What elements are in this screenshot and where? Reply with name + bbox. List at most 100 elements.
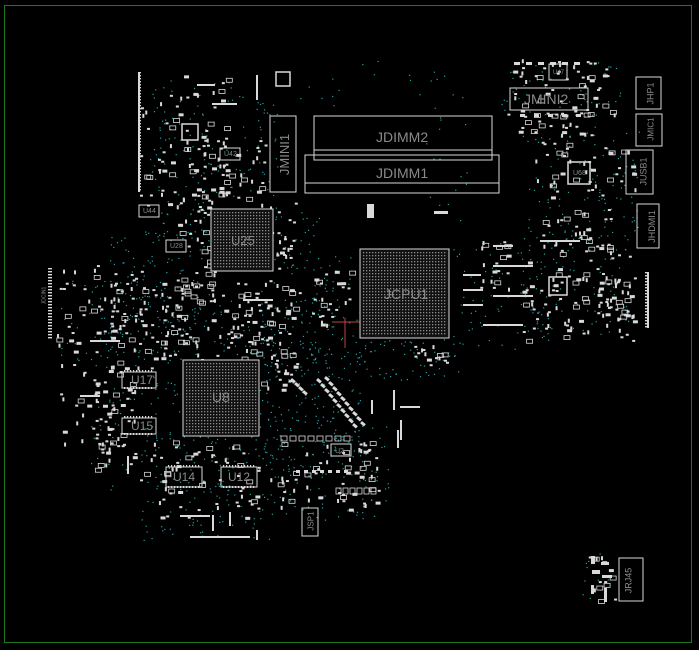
bga-ball: [222, 375, 224, 377]
smd-pad: [335, 308, 339, 311]
smd-part: [316, 279, 323, 285]
via: [532, 306, 534, 308]
via: [458, 371, 460, 373]
via: [331, 391, 333, 393]
via: [301, 369, 303, 371]
via: [157, 351, 159, 353]
bga-ball: [186, 399, 188, 401]
bga-ball: [247, 221, 249, 223]
bga-ball: [201, 372, 203, 374]
bga-ball: [192, 423, 194, 425]
via: [110, 348, 112, 350]
bga-ball: [243, 363, 245, 365]
bga-ball: [216, 393, 218, 395]
bga-ball: [189, 396, 191, 398]
bga-ball: [213, 408, 215, 410]
bga-ball: [363, 276, 365, 278]
bga-ball: [268, 233, 270, 235]
via: [357, 403, 359, 405]
bga-ball: [405, 273, 407, 275]
smd-pad: [255, 292, 259, 295]
bga-ball: [423, 276, 425, 278]
smd-part: [288, 498, 296, 504]
smd-pad: [113, 284, 117, 287]
bga-ball: [268, 257, 270, 259]
smd-pad: [152, 289, 156, 292]
smd-pad: [127, 420, 131, 423]
via: [163, 123, 166, 125]
smd-pad: [154, 294, 158, 297]
via: [300, 97, 302, 100]
bga-ball: [237, 429, 239, 431]
bga-ball: [268, 215, 270, 217]
bga-ball: [220, 218, 222, 220]
bga-ball: [393, 261, 395, 263]
via: [270, 328, 272, 330]
bga-ball: [219, 411, 221, 413]
bga-ball: [226, 263, 228, 265]
via: [110, 336, 112, 338]
bga-ball: [249, 390, 251, 392]
smd-pad: [237, 282, 241, 285]
smd-pad: [598, 287, 604, 291]
bga-ball: [408, 252, 410, 254]
bga-ball: [405, 267, 407, 269]
bga-ball: [246, 387, 248, 389]
bga-ball: [217, 242, 219, 244]
via: [136, 312, 138, 315]
smd-pad: [284, 372, 288, 375]
bga-ball: [237, 363, 239, 365]
bga-ball: [265, 227, 267, 229]
via: [282, 458, 284, 460]
bga-ball: [231, 411, 233, 413]
bga-ball: [408, 270, 410, 272]
via: [262, 458, 264, 460]
via: [301, 375, 303, 377]
bga-ball: [423, 267, 425, 269]
smd-pad: [550, 196, 556, 200]
via: [167, 201, 169, 203]
smd-pad: [535, 159, 538, 164]
via: [528, 249, 531, 251]
smd-pad: [553, 284, 559, 288]
bga-ball: [423, 264, 425, 266]
bga-ball: [216, 378, 218, 380]
via: [481, 325, 483, 327]
bga-ball: [186, 432, 188, 434]
via: [517, 332, 519, 334]
bga-ball: [217, 236, 219, 238]
via: [337, 439, 339, 441]
bga-ball: [417, 267, 419, 269]
bga-ball: [207, 417, 209, 419]
via: [269, 379, 271, 381]
smd-part: [320, 302, 328, 308]
via: [433, 373, 436, 375]
bga-ball: [234, 372, 236, 374]
via: [243, 126, 245, 128]
smd-part: [349, 487, 356, 495]
bga-ball: [246, 426, 248, 428]
bga-ball: [225, 363, 227, 365]
smd-pad: [177, 306, 181, 309]
bga-ball: [381, 297, 383, 299]
via: [109, 399, 111, 401]
smd-part: [624, 298, 632, 304]
bga-ball: [256, 224, 258, 226]
via: [439, 128, 441, 130]
bga-ball: [229, 245, 231, 247]
smd-pad: [604, 588, 607, 602]
bga-ball: [240, 390, 242, 392]
bga-ball: [238, 236, 240, 238]
bga-ball: [384, 288, 386, 290]
via: [563, 256, 565, 258]
via: [138, 356, 140, 358]
bga-ball: [204, 402, 206, 404]
smd-pad: [175, 467, 178, 472]
via: [139, 350, 141, 352]
via: [170, 80, 172, 82]
via: [193, 439, 195, 441]
bga-ball: [204, 381, 206, 383]
u17-pin: [142, 387, 144, 389]
via: [574, 289, 576, 291]
via: [520, 303, 523, 306]
